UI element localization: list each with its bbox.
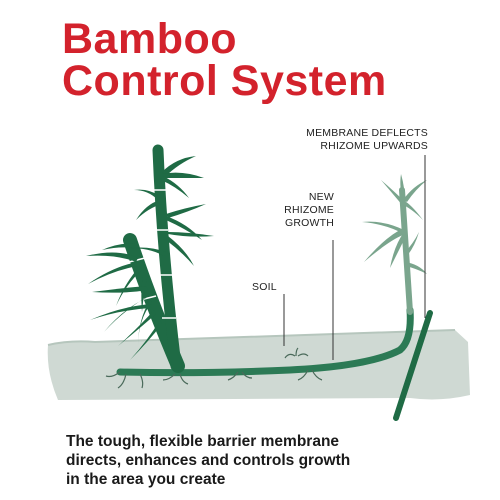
callout-soil: SOIL bbox=[252, 281, 277, 293]
callout-membrane: MEMBRANE DEFLECTS RHIZOME UPWARDS bbox=[306, 127, 428, 153]
roots bbox=[105, 347, 323, 389]
caption: The tough, flexible barrier membrane dir… bbox=[66, 432, 350, 489]
callout-rhizome-line-1: NEW bbox=[308, 191, 334, 203]
title-line-2: Control System bbox=[62, 57, 387, 105]
callout-leaders bbox=[283, 155, 426, 360]
mature-bamboo bbox=[86, 144, 214, 373]
new-bamboo-shoot bbox=[362, 174, 427, 315]
rhizome bbox=[116, 306, 414, 377]
soil-band bbox=[47, 330, 470, 400]
caption-line-2: directs, enhances and controls growth bbox=[66, 452, 351, 469]
caption-line-1: The tough, flexible barrier membrane bbox=[66, 433, 340, 450]
membrane-barrier bbox=[393, 310, 433, 421]
diagram-title: Bamboo Control System bbox=[62, 15, 387, 105]
callout-rhizome-line-3: GROWTH bbox=[284, 217, 334, 229]
title-line-1: Bamboo bbox=[62, 15, 237, 63]
soil-surface-line bbox=[47, 329, 456, 346]
caption-line-3: in the area you create bbox=[66, 471, 226, 488]
callout-membrane-line-1: MEMBRANE DEFLECTS bbox=[306, 127, 428, 139]
callout-rhizome-line-2: RHIZOME bbox=[284, 204, 334, 216]
callout-rhizome: NEW RHIZOME GROWTH bbox=[284, 191, 334, 230]
callout-membrane-line-2: RHIZOME UPWARDS bbox=[320, 140, 428, 152]
